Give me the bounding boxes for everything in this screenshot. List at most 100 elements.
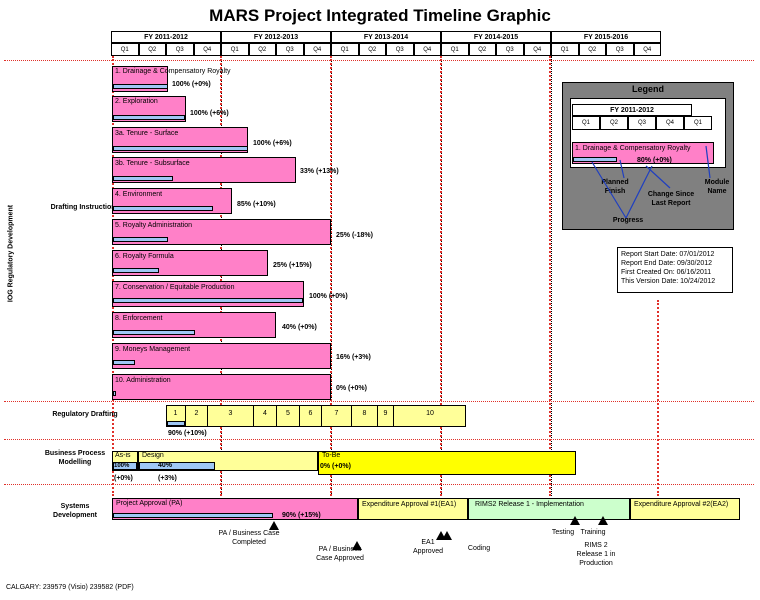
sys-pa-label: Project Approval (PA)	[116, 500, 183, 507]
task-progress-3a	[113, 146, 248, 151]
section-divider	[4, 60, 754, 61]
reg-drafting-step: 5	[277, 405, 300, 427]
footer: CALGARY: 239579 (Visio) 239582 (PDF)	[6, 584, 134, 591]
quarter-header: Q2	[138, 43, 166, 56]
task-label-1: 1. Drainage & Compensatory Royalty	[115, 68, 231, 75]
reg-drafting-pct: 90% (+10%)	[168, 430, 207, 437]
report-end: Report End Date: 09/30/2012	[621, 260, 713, 267]
legend-quarter: Q4	[656, 116, 684, 130]
sys-rims-bar[interactable]: RIMS2 Release 1 - Implementation	[468, 498, 630, 520]
task-progress-9	[113, 360, 135, 365]
legend-change: Change Since Last Report	[647, 191, 695, 207]
task-bar-6[interactable]	[112, 250, 268, 276]
legend-quarter: Q1	[684, 116, 712, 130]
report-created: First Created On: 06/16/2011	[621, 269, 712, 276]
milestone-training: Training	[580, 529, 606, 536]
legend-sample-label: 1. Drainage & Compensatory Royalty	[575, 145, 691, 152]
task-label-7: 7. Conservation / Equitable Production	[115, 284, 235, 291]
sys-rims-label: RIMS2 Release 1 - Implementation	[475, 501, 584, 508]
legend-sample-pct: 80% (+0%)	[637, 157, 672, 164]
task-pct-10: 0% (+0%)	[336, 385, 367, 392]
task-progress-1	[113, 84, 168, 89]
quarter-header: Q3	[606, 43, 634, 56]
quarter-header: Q3	[386, 43, 414, 56]
task-label-9: 9. Moneys Management	[115, 346, 191, 353]
legend-arrows	[591, 145, 711, 219]
quarter-header: Q1	[551, 43, 579, 56]
milestone-triangle	[598, 516, 608, 525]
quarter-header: Q1	[441, 43, 469, 56]
reg-drafting-step: 7	[322, 405, 352, 427]
legend-module-name: Module Name	[704, 179, 730, 195]
bpm-design-pct: 40%	[158, 462, 173, 469]
legend-progress: Progress	[612, 217, 644, 224]
report-start: Report Start Date: 07/01/2012	[621, 251, 715, 258]
task-pct-5: 25% (-18%)	[336, 232, 373, 239]
task-progress-8	[113, 330, 195, 335]
quarter-header: Q4	[413, 43, 441, 56]
task-pct-3a: 100% (+6%)	[253, 140, 292, 147]
task-label-8: 8. Enforcement	[115, 315, 163, 322]
legend-planned-finish: Planned Finish	[601, 179, 629, 195]
milestone-testing: Testing	[551, 529, 575, 536]
quarter-header: Q3	[496, 43, 524, 56]
side-label: IOG Regulatory Development	[7, 204, 15, 303]
task-label-2: 2. Exploration	[115, 98, 158, 105]
bpm-asis-label: As-is	[115, 452, 131, 459]
page-title: MARS Project Integrated Timeline Graphic	[209, 6, 551, 25]
bpm-design-label: Design	[142, 452, 164, 459]
milestone-triangle	[570, 516, 580, 525]
section-divider	[4, 401, 754, 402]
reg-drafting-bar[interactable]	[166, 405, 466, 427]
task-pct-8: 40% (+0%)	[282, 324, 317, 331]
bpm-asis-progress: 100%	[113, 462, 137, 470]
sys-pa-progress	[113, 513, 273, 518]
task-progress-2	[113, 115, 185, 120]
legend-quarter: Q1	[572, 116, 600, 130]
milestone-pa-complete: PA / Business Case Completed	[218, 530, 280, 546]
report-version: This Version Date: 10/24/2012	[621, 278, 716, 285]
fy-header-2014: FY 2014-2015	[441, 31, 551, 43]
sys-pa-pct: 90% (+15%)	[282, 512, 321, 519]
bpm-tobe-label: To-Be	[322, 452, 341, 459]
reg-drafting-step: 3	[208, 405, 254, 427]
period-marker-line	[549, 56, 551, 496]
legend-sample-progress	[573, 157, 617, 162]
sys-ea2-bar[interactable]: Expenditure Approval #2(EA2)	[630, 498, 740, 520]
section-label-bpm: Business Process Modelling	[44, 450, 106, 466]
task-progress-7	[113, 298, 303, 303]
quarter-header: Q2	[248, 43, 276, 56]
task-progress-6	[113, 268, 159, 273]
reg-drafting-progress	[167, 421, 185, 426]
milestone-pa-approved: PA / Business Case Approved	[316, 546, 364, 562]
task-bar-9[interactable]	[112, 343, 331, 369]
period-marker-line	[657, 300, 659, 496]
section-label-regulatory: Regulatory Drafting	[52, 411, 118, 418]
quarter-header: Q4	[633, 43, 661, 56]
report-info-box: Report Start Date: 07/01/2012 Report End…	[617, 247, 733, 293]
milestone-triangle	[352, 541, 362, 550]
reg-drafting-step: 8	[352, 405, 378, 427]
reg-drafting-step: 6	[300, 405, 322, 427]
bpm-tobe-pct: 0% (+0%)	[320, 463, 351, 470]
task-label-3a: 3a. Tenure - Surface	[115, 130, 179, 137]
quarter-header: Q2	[468, 43, 496, 56]
bpm-tobe-bar[interactable]: To-Be	[318, 451, 576, 475]
task-progress-10	[113, 391, 116, 396]
quarter-header: Q4	[303, 43, 331, 56]
task-pct-1: 100% (+0%)	[172, 81, 211, 88]
fy-header-2011: FY 2011-2012	[111, 31, 221, 43]
section-divider	[4, 439, 754, 440]
sys-ea1-bar[interactable]: Expenditure Approval #1(EA1)	[358, 498, 468, 520]
quarter-header: Q2	[578, 43, 606, 56]
milestone-triangle	[269, 521, 279, 530]
milestone-ea1: EA1 Approved	[413, 539, 443, 555]
quarter-header: Q3	[276, 43, 304, 56]
reg-drafting-step: 10	[426, 410, 434, 417]
legend-quarter: Q2	[600, 116, 628, 130]
task-pct-3b: 33% (+13%)	[300, 168, 339, 175]
task-bar-10[interactable]	[112, 374, 331, 400]
sys-ea1-label: Expenditure Approval #1(EA1)	[362, 501, 457, 508]
task-pct-9: 16% (+3%)	[336, 354, 371, 361]
quarter-header: Q1	[331, 43, 359, 56]
